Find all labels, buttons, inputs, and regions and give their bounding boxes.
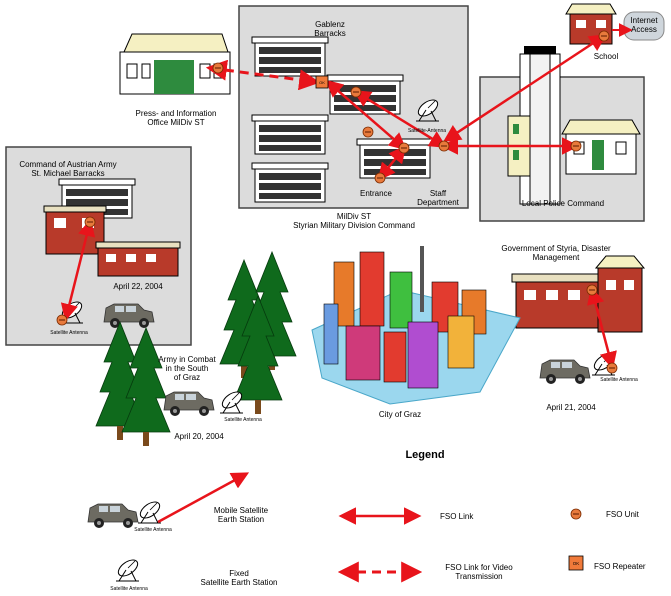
label-government: Government of Styria, Disaster Managemen…: [501, 244, 611, 262]
link-entrance-staff: [377, 145, 407, 181]
legend-fso-unit: FSO Unit: [606, 510, 639, 519]
link-staff-school: [443, 34, 607, 142]
fso-unit-government: [586, 284, 598, 296]
fso-unit-command-dish: [56, 314, 68, 326]
fso-unit-press: [212, 62, 224, 74]
fso-unit-school: [598, 30, 610, 42]
legend-fso-unit-icon: [570, 508, 582, 520]
government-building: [511, 255, 646, 333]
fso-repeater-main: OK: [315, 75, 329, 89]
label-sat-antenna-main: Satellite-Antenna: [407, 128, 447, 134]
legend-mobile-dish: [137, 498, 163, 524]
legend-fso-link-video: FSO Link for Video Transmission: [445, 563, 513, 581]
label-entrance: Entrance: [359, 189, 393, 198]
barracks-building-1: [251, 36, 329, 77]
label-sat-antenna-command: Satellite Antenna: [50, 330, 88, 336]
command-building-3: [95, 241, 181, 277]
fso-unit-b1: [350, 86, 362, 98]
legend-mobile-vehicle: [87, 503, 139, 529]
press-office-house: [119, 33, 231, 95]
fso-unit-b3: [398, 142, 410, 154]
barracks-building-5: [251, 162, 329, 203]
fso-unit-entrance: [374, 172, 386, 184]
legend-fso-repeater: FSO Repeater: [594, 562, 646, 571]
label-sat-antenna-combat: Satellite Antenna: [224, 417, 262, 423]
label-date-government: April 21, 2004: [546, 403, 596, 412]
legend-mobile-station: Mobile Satellite Earth Station: [213, 506, 269, 524]
barracks-building-2: [326, 74, 404, 115]
label-staff-department: Staff Department: [417, 189, 459, 207]
label-date-combat: April 20, 2004: [174, 432, 224, 441]
label-school: School: [593, 52, 619, 61]
label-mildiv: MilDiv ST Styrian Military Division Comm…: [293, 212, 415, 230]
legend-sat-antenna-fixed: Satellite Antenna: [110, 586, 148, 592]
label-internet: Internet Access: [630, 16, 658, 34]
legend-fixed-dish: [115, 556, 141, 582]
svg-text:OK: OK: [573, 561, 580, 566]
fso-unit-government-dish: [606, 362, 618, 374]
barracks-building-3: [251, 114, 329, 155]
label-press-office: Press- and Information Office MilDiv ST: [135, 109, 217, 127]
fso-unit-b2: [362, 126, 374, 138]
label-gablenz: Gablenz Barracks: [314, 20, 346, 38]
label-sat-antenna-government: Satellite Antenna: [600, 377, 638, 383]
label-police: Local Police Command: [521, 199, 605, 208]
fso-unit-b4: [438, 140, 450, 152]
svg-text:OK: OK: [319, 80, 325, 85]
link-press-repeater: [205, 59, 321, 91]
fso-unit-command: [84, 216, 96, 228]
legend-fso-repeater-icon: OK: [568, 555, 584, 571]
legend-title: Legend: [405, 449, 445, 461]
link-government-dish: [587, 286, 617, 370]
combat-vehicle: [163, 391, 215, 417]
label-command: Command of Austrian Army St. Michael Bar…: [19, 160, 117, 178]
city-graz: [311, 246, 521, 405]
label-army-combat: Army in Combat in the South of Graz: [158, 355, 216, 382]
legend-fixed-station: Fixed Satellite Earth Station: [200, 569, 278, 587]
government-vehicle: [539, 359, 591, 385]
label-date-command: April 22, 2004: [113, 282, 163, 291]
link-command-dish: [60, 218, 96, 322]
fso-unit-police: [570, 140, 582, 152]
legend-sat-antenna-mobile: Satellite Antenna: [134, 527, 172, 533]
legend-fso-link: FSO Link: [440, 512, 474, 521]
link-building-staff: [353, 90, 447, 148]
legend-mobile-uplink: [157, 472, 250, 524]
label-city: City of Graz: [378, 410, 422, 419]
